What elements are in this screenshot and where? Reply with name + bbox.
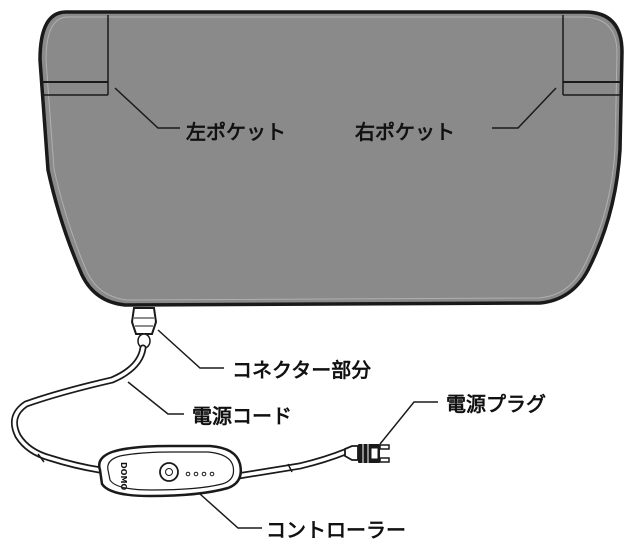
power-symbol-icon (165, 468, 173, 476)
controller-label: コントローラー (266, 518, 406, 542)
indicator-light-1 (185, 471, 191, 477)
left-pocket-callout: 左ポケット (114, 87, 286, 144)
left-pocket-label: 左ポケット (186, 120, 286, 144)
controller-power-button (159, 462, 179, 482)
power-cord-callout: 電源コード (127, 381, 292, 428)
indicator-light-2 (193, 471, 199, 477)
controller-brand: DOMO (119, 462, 128, 490)
power-cord (10, 344, 349, 480)
indicator-light-3 (201, 471, 207, 477)
power-cord-label: 電源コード (192, 404, 292, 428)
heating-pad (38, 10, 624, 307)
power-plug-callout: 電源プラグ (379, 392, 546, 445)
controller: DOMO (98, 444, 242, 498)
power-plug-label: 電源プラグ (446, 392, 546, 416)
right-pocket-callout: 右ポケット (355, 87, 557, 144)
indicator-light-4 (209, 471, 215, 477)
pad-inner-outline (45, 16, 618, 301)
connector-part (130, 307, 158, 349)
left-pocket-flap (43, 15, 109, 96)
cord-mark-right (287, 463, 293, 473)
right-pocket-label: 右ポケット (355, 120, 455, 144)
controller-callout: コントローラー (199, 493, 406, 542)
connector-label: コネクター部分 (232, 358, 371, 382)
cord-mark-left (37, 453, 45, 463)
power-plug (344, 444, 390, 463)
pad-outline (38, 10, 624, 307)
connector-callout: コネクター部分 (157, 329, 371, 382)
right-pocket-flap (562, 15, 620, 96)
